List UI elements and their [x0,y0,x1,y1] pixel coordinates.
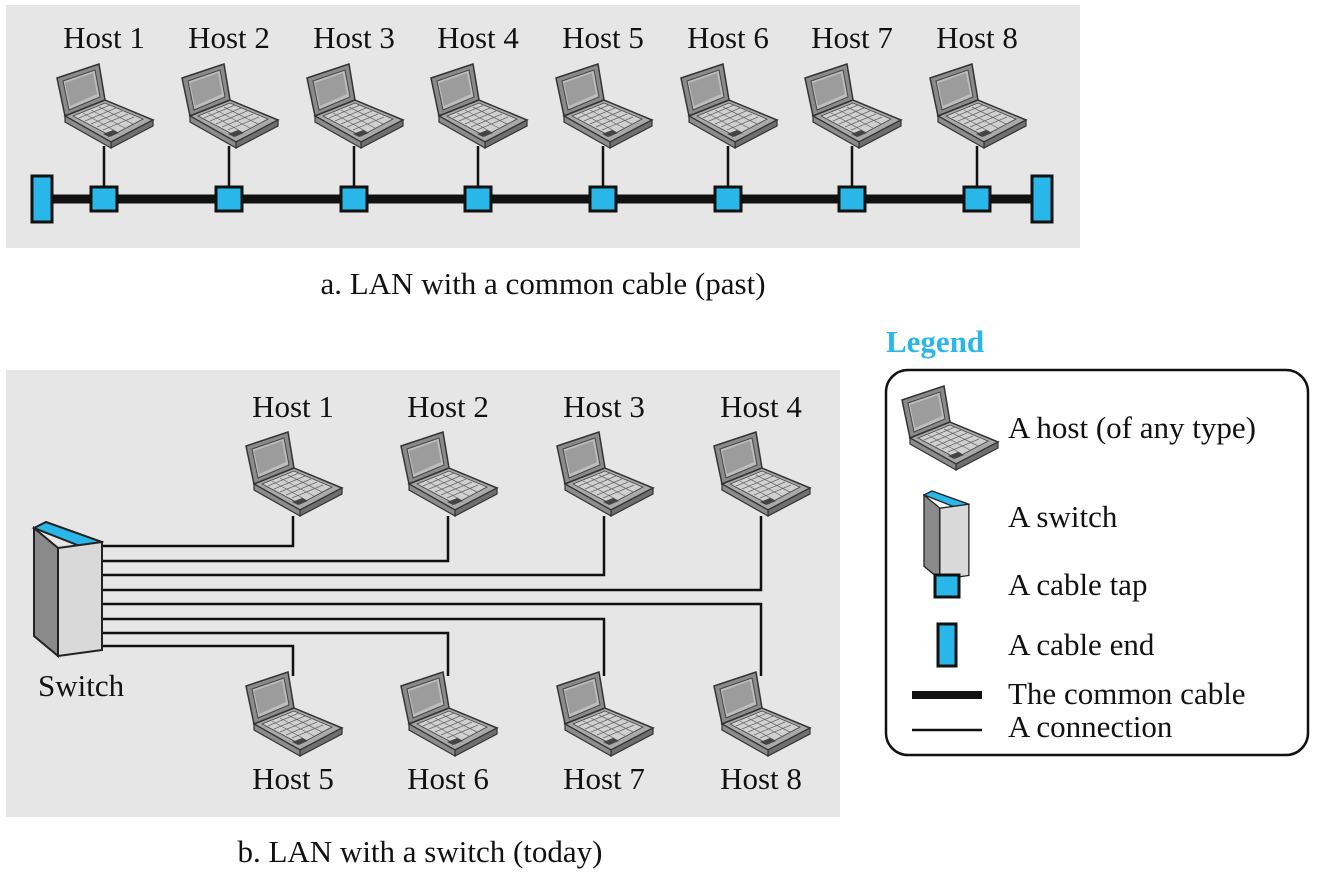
legend-item-label: A host (of any type) [1008,410,1256,445]
legend-item-label: A switch [1008,499,1118,534]
panel-b-caption: b. LAN with a switch (today) [237,834,602,869]
panel-b-host-label: Host 1 [252,389,334,424]
legend-item-label: A cable tap [1008,567,1147,602]
cable-tap-icon [713,185,743,213]
cable-end-icon [936,622,958,668]
panel-a-connections [102,146,979,188]
cable-tap-icon [463,185,493,213]
cable-end-icon [1030,174,1054,224]
panel-a-host-label: Host 6 [687,20,769,55]
panel-b-host-label: Host 7 [563,761,645,796]
legend-box [884,368,1310,757]
panel-a-host-label: Host 7 [811,20,893,55]
switch-icon [923,490,970,581]
panel-a-host-label: Host 4 [437,20,519,55]
cable-end-icon [30,174,54,224]
cable-tap-icon [962,185,992,213]
cable-tap-icon [837,185,867,213]
cable-tap-icon [933,573,961,599]
panel-b-background [6,370,840,817]
panel-a-host-label: Host 2 [188,20,270,55]
panel-b-host-label: Host 2 [407,389,489,424]
panel-a-host-label: Host 5 [562,20,644,55]
cable-tap-icon [339,185,369,213]
cable-tap-icon [89,185,119,213]
panel-b-host-label: Host 8 [720,761,802,796]
panel-a-background [6,5,1080,248]
legend-item-label: The common cable [1008,676,1246,711]
panel-b-connections [102,516,763,676]
panel-a-host-label: Host 1 [63,20,145,55]
cable-tap-icon [214,185,244,213]
panel-b-host-label: Host 4 [720,389,802,424]
cable-tap-icon [588,185,618,213]
switch-icon [33,521,103,657]
switch-label: Switch [38,668,125,703]
legend-title: Legend [886,324,984,359]
panel-a-host-labels: Host 1 Host 2 Host 3 Host 4 Host 5 Host … [63,20,1018,55]
legend-item-label: A connection [1008,709,1173,744]
panel-b-host-label: Host 6 [407,761,489,796]
panel-a-host-label: Host 3 [313,20,395,55]
panel-a-caption: a. LAN with a common cable (past) [320,266,765,301]
legend-item-label: A cable end [1008,627,1155,662]
panel-a-cable-taps [89,185,992,213]
panel-a-host-label: Host 8 [936,20,1018,55]
panel-b-host-label: Host 3 [563,389,645,424]
panel-b-host-label: Host 5 [252,761,334,796]
